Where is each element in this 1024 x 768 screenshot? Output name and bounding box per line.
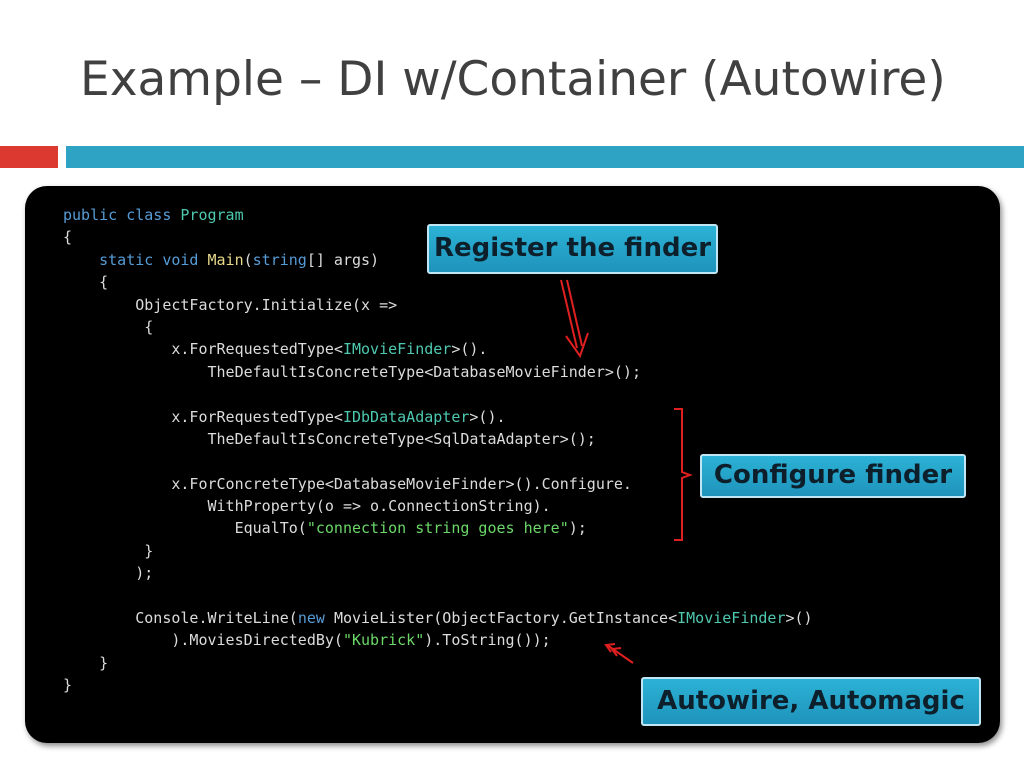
code-token: );: [63, 564, 154, 583]
code-token: {: [63, 317, 154, 336]
code-token: Main: [207, 250, 244, 269]
code-token: >().: [469, 407, 506, 426]
code-token: WithProperty(o => o.ConnectionString).: [63, 497, 551, 516]
code-line: WithProperty(o => o.ConnectionString).: [63, 495, 813, 517]
code-token: TheDefaultIsConcreteType<SqlDataAdapter>…: [63, 429, 596, 448]
slide-title: Example – DI w/Container (Autowire): [80, 52, 946, 107]
code-line: ObjectFactory.Initialize(x =>: [63, 294, 813, 316]
code-token: new: [297, 609, 334, 628]
callout-configure-finder: Configure finder: [700, 454, 966, 498]
code-token: Program: [180, 206, 244, 224]
code-token: static void: [99, 250, 208, 269]
code-token: IMovieFinder: [342, 340, 452, 359]
code-line: x.ForRequestedType<IMovieFinder>().: [63, 338, 813, 360]
code-token: (: [243, 250, 253, 269]
code-token: }: [63, 676, 73, 695]
callout-autowire: Autowire, Automagic: [641, 677, 981, 726]
code-line: );: [63, 562, 813, 584]
code-line: }: [63, 652, 813, 674]
code-token: IMovieFinder: [677, 609, 786, 628]
code-line: {: [63, 316, 813, 338]
callout-register-finder: Register the finder: [427, 224, 718, 274]
code-token: MovieLister(ObjectFactory.GetInstance<: [333, 609, 678, 628]
accent-bar-red: [0, 146, 58, 168]
code-token: ).ToString());: [424, 631, 551, 650]
code-line: static void Main(string[] args): [63, 249, 813, 271]
code-token: EqualTo(: [63, 519, 307, 538]
code-line: }: [63, 540, 813, 562]
code-token: x.ForRequestedType<: [63, 407, 343, 426]
code-block: public class Program { static void Main(s…: [63, 204, 813, 697]
code-token: IDbDataAdapter: [342, 407, 470, 426]
code-token: x.ForRequestedType<: [63, 340, 343, 359]
code-token: ).MoviesDirectedBy(: [63, 631, 343, 650]
code-line: EqualTo("connection string goes here");: [63, 517, 813, 539]
code-token: >(): [785, 609, 813, 628]
autowire-arrow-icon: [604, 643, 634, 664]
code-token: ObjectFactory.Initialize(x =>: [63, 295, 398, 314]
accent-bar-blue: [66, 146, 1024, 168]
code-token: TheDefaultIsConcreteType<DatabaseMovieFi…: [63, 362, 641, 381]
code-token: >().: [451, 340, 488, 359]
code-line: ).MoviesDirectedBy("Kubrick").ToString()…: [63, 629, 813, 651]
code-token: string: [252, 250, 307, 269]
code-token: {: [63, 273, 109, 292]
code-line: x.ForConcreteType<DatabaseMovieFinder>()…: [63, 473, 813, 495]
code-line: Console.WriteLine(new MovieLister(Object…: [63, 607, 813, 629]
code-token: x.ForConcreteType<DatabaseMovieFinder>()…: [63, 474, 632, 493]
code-token: {: [63, 228, 73, 247]
code-line: }: [63, 674, 813, 696]
code-line: {: [63, 226, 813, 248]
register-arrow-icon: [560, 279, 589, 359]
code-line: TheDefaultIsConcreteType<SqlDataAdapter>…: [63, 428, 813, 450]
code-token: );: [568, 519, 587, 538]
code-token: public class: [63, 206, 181, 224]
code-token: }: [63, 541, 154, 560]
code-token: "connection string goes here": [306, 519, 569, 538]
code-line: public class Program: [63, 204, 813, 226]
code-token: "Kubrick": [342, 631, 425, 650]
code-token: Console.WriteLine(: [63, 609, 298, 628]
code-line: {: [63, 271, 813, 293]
code-token: [] args): [306, 250, 380, 269]
code-line: x.ForRequestedType<IDbDataAdapter>().: [63, 406, 813, 428]
code-token: }: [63, 653, 109, 672]
code-line: TheDefaultIsConcreteType<DatabaseMovieFi…: [63, 361, 813, 383]
configure-bracket-icon: [674, 408, 693, 541]
